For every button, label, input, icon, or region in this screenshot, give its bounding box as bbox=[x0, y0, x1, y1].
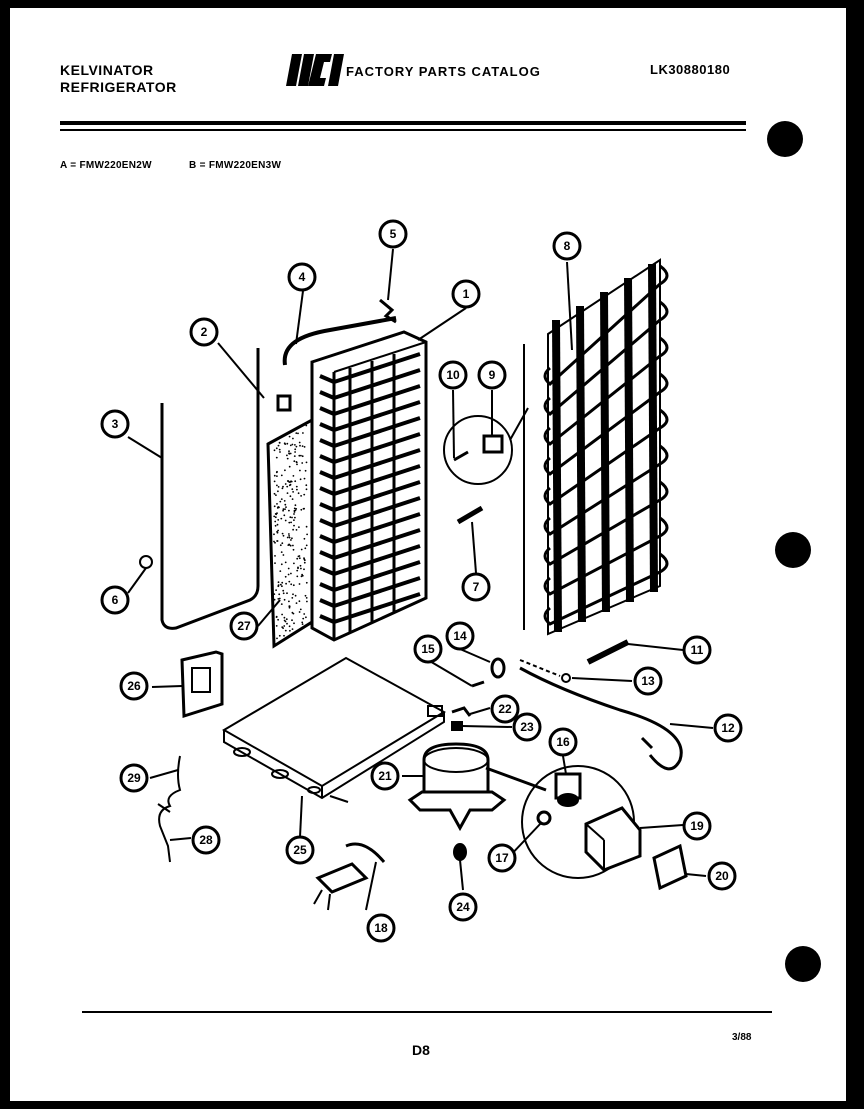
callout-label: 2 bbox=[201, 325, 208, 339]
insulation-pad-drawing bbox=[266, 417, 314, 649]
tube-4-drawing bbox=[282, 316, 397, 366]
callout-3: 3 bbox=[100, 409, 130, 439]
callout-label: 23 bbox=[520, 720, 534, 734]
product-type: REFRIGERATOR bbox=[60, 79, 177, 95]
callout-8: 8 bbox=[552, 231, 582, 261]
callout-label: 14 bbox=[453, 629, 467, 643]
callout-label: 15 bbox=[421, 642, 435, 656]
model-legend: A = FMW220EN2W B = FMW220EN3W bbox=[60, 160, 315, 171]
callout-10: 10 bbox=[438, 360, 468, 390]
callout-27: 27 bbox=[229, 611, 259, 641]
callout-label: 28 bbox=[199, 833, 213, 847]
callout-28: 28 bbox=[191, 825, 221, 855]
callout-13: 13 bbox=[633, 666, 663, 696]
callout-11: 11 bbox=[682, 635, 712, 665]
callout-21: 21 bbox=[370, 761, 400, 791]
callout-5: 5 bbox=[378, 219, 408, 249]
model-b: B = FMW220EN3W bbox=[189, 160, 282, 171]
brand-block: KELVINATOR REFRIGERATOR bbox=[60, 62, 177, 96]
document-code: LK30880180 bbox=[650, 62, 731, 77]
callout-label: 4 bbox=[299, 270, 306, 284]
callout-label: 9 bbox=[489, 368, 496, 382]
date-code: 3/88 bbox=[732, 1032, 752, 1043]
callout-4: 4 bbox=[287, 262, 317, 292]
callout-label: 29 bbox=[127, 771, 141, 785]
callout-16: 16 bbox=[548, 727, 578, 757]
header-rule-thin bbox=[60, 129, 746, 131]
callout-label: 6 bbox=[112, 593, 119, 607]
callout-label: 19 bbox=[690, 819, 704, 833]
callout-label: 18 bbox=[374, 921, 388, 935]
callout-18: 18 bbox=[366, 913, 396, 943]
callout-26: 26 bbox=[119, 671, 149, 701]
page-number: D8 bbox=[412, 1042, 430, 1058]
callout-12: 12 bbox=[713, 713, 743, 743]
model-a: A = FMW220EN2W bbox=[60, 160, 152, 171]
callout-label: 11 bbox=[691, 643, 704, 657]
brand-name: KELVINATOR bbox=[60, 62, 154, 78]
callout-label: 24 bbox=[456, 900, 470, 914]
callout-22: 22 bbox=[490, 694, 520, 724]
callout-7: 7 bbox=[461, 572, 491, 602]
callout-label: 13 bbox=[641, 674, 655, 688]
callout-label: 22 bbox=[498, 702, 512, 716]
catalog-sheet bbox=[10, 8, 846, 1101]
binder-hole bbox=[785, 946, 821, 982]
callout-24: 24 bbox=[448, 892, 478, 922]
header-rule bbox=[60, 121, 746, 125]
callout-9: 9 bbox=[477, 360, 507, 390]
callout-label: 1 bbox=[463, 287, 470, 301]
callout-23: 23 bbox=[512, 712, 542, 742]
binder-hole bbox=[775, 532, 811, 568]
callout-label: 12 bbox=[721, 721, 735, 735]
callout-label: 8 bbox=[564, 239, 571, 253]
leader-lines bbox=[127, 248, 714, 911]
callout-25: 25 bbox=[285, 835, 315, 865]
callout-label: 10 bbox=[446, 368, 460, 382]
callout-label: 7 bbox=[473, 580, 480, 594]
callout-2: 2 bbox=[189, 317, 219, 347]
catalog-title: FACTORY PARTS CATALOG bbox=[346, 64, 541, 79]
callout-label: 16 bbox=[556, 735, 570, 749]
callout-20: 20 bbox=[707, 861, 737, 891]
callout-15: 15 bbox=[413, 634, 443, 664]
callout-14: 14 bbox=[445, 621, 475, 651]
callout-label: 20 bbox=[715, 869, 729, 883]
callout-label: 5 bbox=[390, 227, 397, 241]
callout-1: 1 bbox=[451, 279, 481, 309]
footer-rule bbox=[82, 1011, 772, 1013]
callout-label: 21 bbox=[378, 769, 392, 783]
callout-17: 17 bbox=[487, 843, 517, 873]
callout-label: 26 bbox=[127, 679, 141, 693]
callout-label: 17 bbox=[495, 851, 509, 865]
callout-label: 3 bbox=[112, 417, 119, 431]
condenser-drawing bbox=[523, 258, 661, 636]
callout-6: 6 bbox=[100, 585, 130, 615]
callout-label: 27 bbox=[237, 619, 251, 633]
callout-19: 19 bbox=[682, 811, 712, 841]
callout-29: 29 bbox=[119, 763, 149, 793]
wci-logo bbox=[286, 54, 344, 86]
callout-label: 25 bbox=[293, 843, 307, 857]
binder-hole bbox=[767, 121, 803, 157]
